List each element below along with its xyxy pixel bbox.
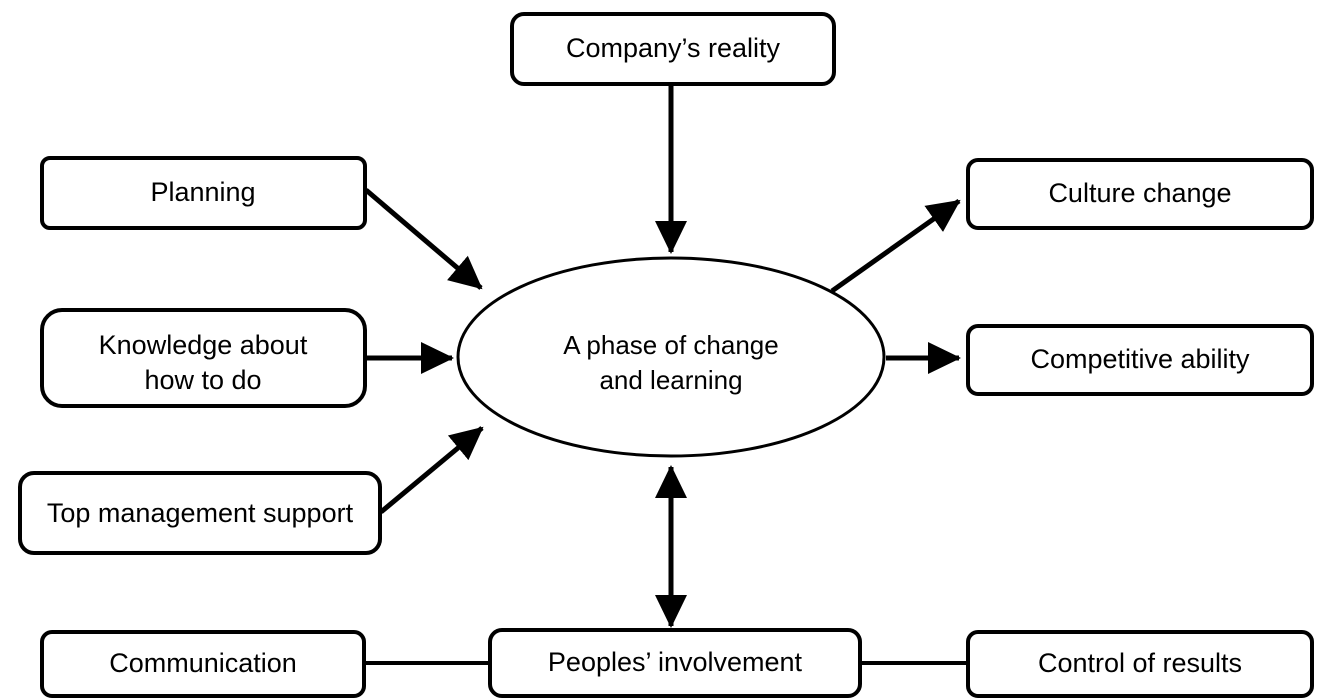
node-control-of-results-box[interactable] (966, 630, 1314, 698)
node-knowledge-box[interactable] (40, 308, 367, 408)
nodes-layer: Company’s reality Planning Knowledge abo… (18, 12, 1314, 698)
node-competitive-ability[interactable]: Competitive ability (966, 324, 1314, 396)
node-center[interactable]: A phase of change and learning (456, 256, 886, 458)
node-company-reality-label: Company’s reality (566, 33, 781, 63)
node-peoples-involvement-box[interactable] (488, 628, 862, 698)
node-company-reality[interactable]: Company’s reality (510, 12, 836, 86)
node-competitive-ability-label: Competitive ability (1030, 344, 1250, 374)
node-center-label-line1: A phase of change (563, 330, 778, 360)
node-planning[interactable]: Planning (40, 156, 367, 230)
node-center-label-line2: and learning (599, 365, 742, 395)
edge-top-management-to-center (379, 426, 484, 514)
node-knowledge[interactable]: Knowledge about how to do (40, 308, 367, 408)
node-top-management-support[interactable]: Top management support (18, 471, 382, 555)
node-planning-label: Planning (150, 177, 255, 207)
node-competitive-ability-box[interactable] (966, 324, 1314, 396)
node-culture-change[interactable]: Culture change (966, 158, 1314, 230)
node-company-reality-box[interactable] (510, 12, 836, 86)
node-control-of-results[interactable]: Control of results (966, 630, 1314, 698)
node-peoples-involvement[interactable]: Peoples’ involvement (488, 628, 862, 698)
edges-layer (362, 84, 970, 665)
edge-planning-to-center (364, 188, 483, 290)
node-communication-label: Communication (109, 648, 297, 678)
node-top-management-support-label: Top management support (47, 498, 354, 528)
node-peoples-involvement-label: Peoples’ involvement (548, 647, 803, 677)
node-knowledge-label-line2: how to do (144, 365, 261, 395)
node-culture-change-box[interactable] (966, 158, 1314, 230)
node-knowledge-label-line1: Knowledge about (99, 330, 308, 360)
node-control-of-results-label: Control of results (1038, 648, 1242, 678)
node-culture-change-label: Culture change (1048, 178, 1231, 208)
node-planning-box[interactable] (40, 156, 367, 230)
node-center-ellipse[interactable] (456, 256, 886, 458)
node-top-management-support-box[interactable] (18, 471, 382, 555)
edge-center-to-culture-change (830, 198, 961, 294)
node-communication-box[interactable] (40, 630, 366, 698)
node-communication[interactable]: Communication (40, 630, 366, 698)
